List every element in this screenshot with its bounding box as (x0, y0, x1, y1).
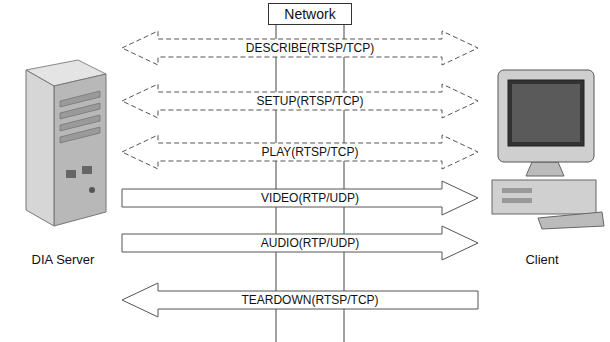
message-arrow (122, 181, 478, 215)
message-label: AUDIO(RTP/UDP) (258, 236, 362, 250)
message-label: TEARDOWN(RTSP/TCP) (238, 293, 381, 307)
message-label: SETUP(RTSP/TCP) (253, 94, 366, 108)
message-arrow (122, 226, 478, 260)
message-arrow (122, 31, 478, 65)
computer-label: Client (525, 252, 558, 267)
client-illustration (478, 30, 606, 230)
message-label: DESCRIBE(RTSP/TCP) (243, 41, 377, 55)
computer-label: DIA Server (32, 252, 95, 267)
message-arrow (122, 84, 478, 118)
server-node: DIA Server (4, 30, 122, 320)
message-arrow (122, 135, 478, 169)
network-box: Network (268, 3, 352, 25)
message-arrow (122, 283, 478, 317)
client-node: Client (478, 30, 606, 320)
server-illustration (4, 30, 122, 230)
message-label: PLAY(RTSP/TCP) (259, 145, 362, 159)
network-label: Network (277, 6, 343, 22)
message-label: VIDEO(RTP/UDP) (258, 191, 362, 205)
